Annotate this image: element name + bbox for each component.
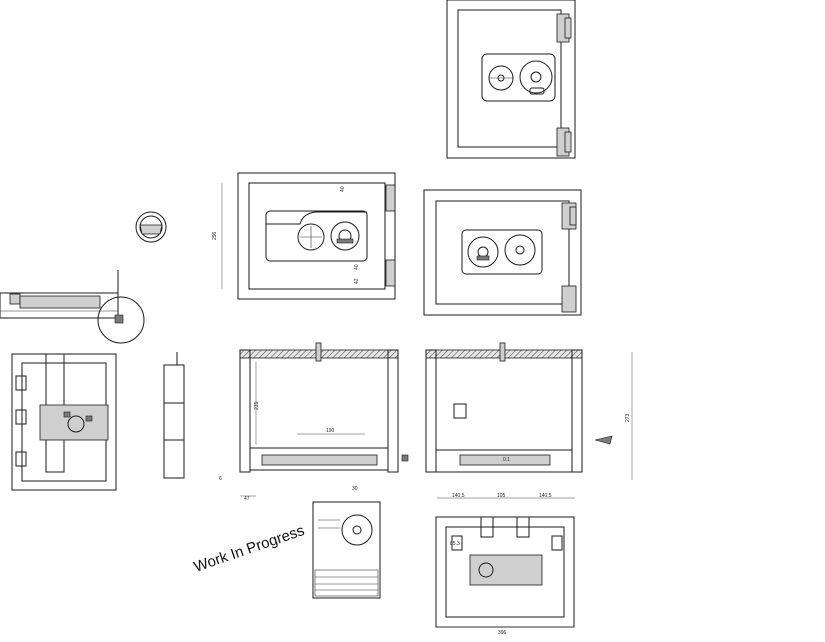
- side-elevation-small: [163, 352, 185, 479]
- dim-inner-height: 235: [254, 401, 260, 410]
- dim-right-b: 42: [354, 278, 360, 284]
- section-view-center: 235 190 6 47 30: [219, 342, 409, 502]
- dim-top-gap: 40: [340, 186, 346, 192]
- plan-view-bottom: 140.5 105 140.5 85.3 396: [435, 493, 575, 636]
- dim-right-a: 40: [354, 264, 360, 270]
- drawing-sheet-thumbnail: [312, 501, 381, 599]
- side-section-left: [0, 270, 145, 344]
- plan-view-left: [11, 353, 117, 491]
- dim-overall-width: 396: [498, 630, 507, 636]
- dim-total-height-right: 273: [625, 413, 631, 422]
- safe-front-view-top: [446, 0, 576, 159]
- dim-base-offset: 6: [219, 476, 222, 482]
- work-in-progress-label: Work In Progress: [192, 522, 307, 576]
- dim-top-right: 140.5: [539, 493, 552, 499]
- dim-small-label: 0.1: [503, 457, 510, 463]
- dim-span-inner: 190: [326, 428, 335, 434]
- dim-top-mid: 105: [497, 493, 506, 499]
- dim-top-left: 140.5: [452, 493, 465, 499]
- section-view-right: 0.1 273: [425, 342, 633, 480]
- safe-front-view-right: [423, 189, 582, 316]
- dim-bottom-offset: 30: [352, 486, 358, 492]
- handle-detail: [135, 211, 167, 243]
- dim-side: 85.3: [450, 541, 460, 547]
- dim-height-front: 296: [212, 231, 218, 240]
- safe-front-view-middle: 296 40 40 42: [212, 172, 396, 300]
- dim-left-offset: 47: [244, 496, 250, 502]
